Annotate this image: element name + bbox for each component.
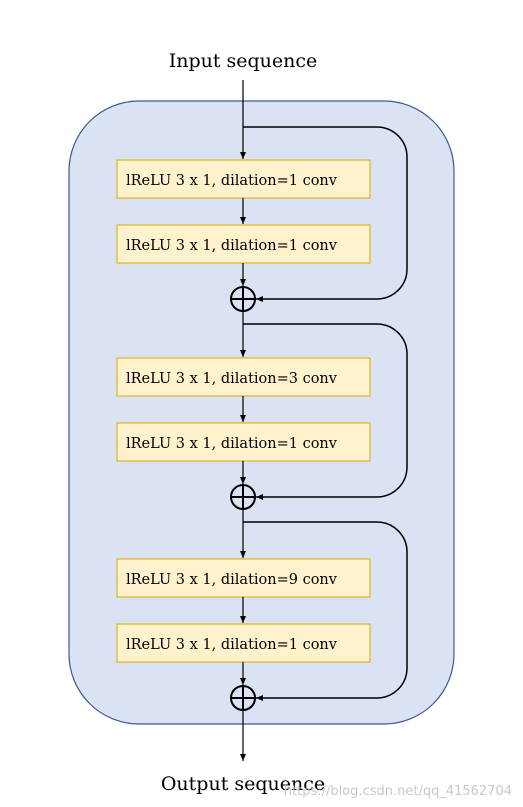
skip-connection <box>243 323 408 500</box>
sum-node-icon <box>230 685 256 711</box>
conv-layer-box <box>116 623 371 663</box>
skip-connection <box>243 521 408 701</box>
sum-node-icon <box>230 286 256 312</box>
conv-layer-label: lReLU 3 x 1, dilation=1 conv <box>126 238 338 254</box>
output-label: Output sequence <box>161 773 325 795</box>
conv-layer-box <box>116 422 371 462</box>
sum-node-icon <box>230 484 256 510</box>
conv-layer-label: lReLU 3 x 1, dilation=3 conv <box>126 371 338 387</box>
conv-layer-box <box>116 224 371 264</box>
input-label: Input sequence <box>169 50 318 72</box>
conv-layer-label: lReLU 3 x 1, dilation=1 conv <box>126 173 338 189</box>
conv-layer-label: lReLU 3 x 1, dilation=1 conv <box>126 637 338 653</box>
skip-connection <box>243 126 408 302</box>
res-block-2: lReLU 3 x 1, dilation=3 conv lReLU 3 x 1,… <box>116 311 408 510</box>
watermark: https://blog.csdn.net/qq_41562704 <box>284 784 512 799</box>
conv-layer-box <box>116 159 371 199</box>
res-block-3: lReLU 3 x 1, dilation=9 conv lReLU 3 x 1,… <box>116 509 408 711</box>
conv-layer-label: lReLU 3 x 1, dilation=9 conv <box>126 572 338 588</box>
conv-layer-box <box>116 357 371 397</box>
res-block-1: lReLU 3 x 1, dilation=1 conv lReLU 3 x 1,… <box>116 80 408 312</box>
conv-layer-label: lReLU 3 x 1, dilation=1 conv <box>126 436 338 452</box>
